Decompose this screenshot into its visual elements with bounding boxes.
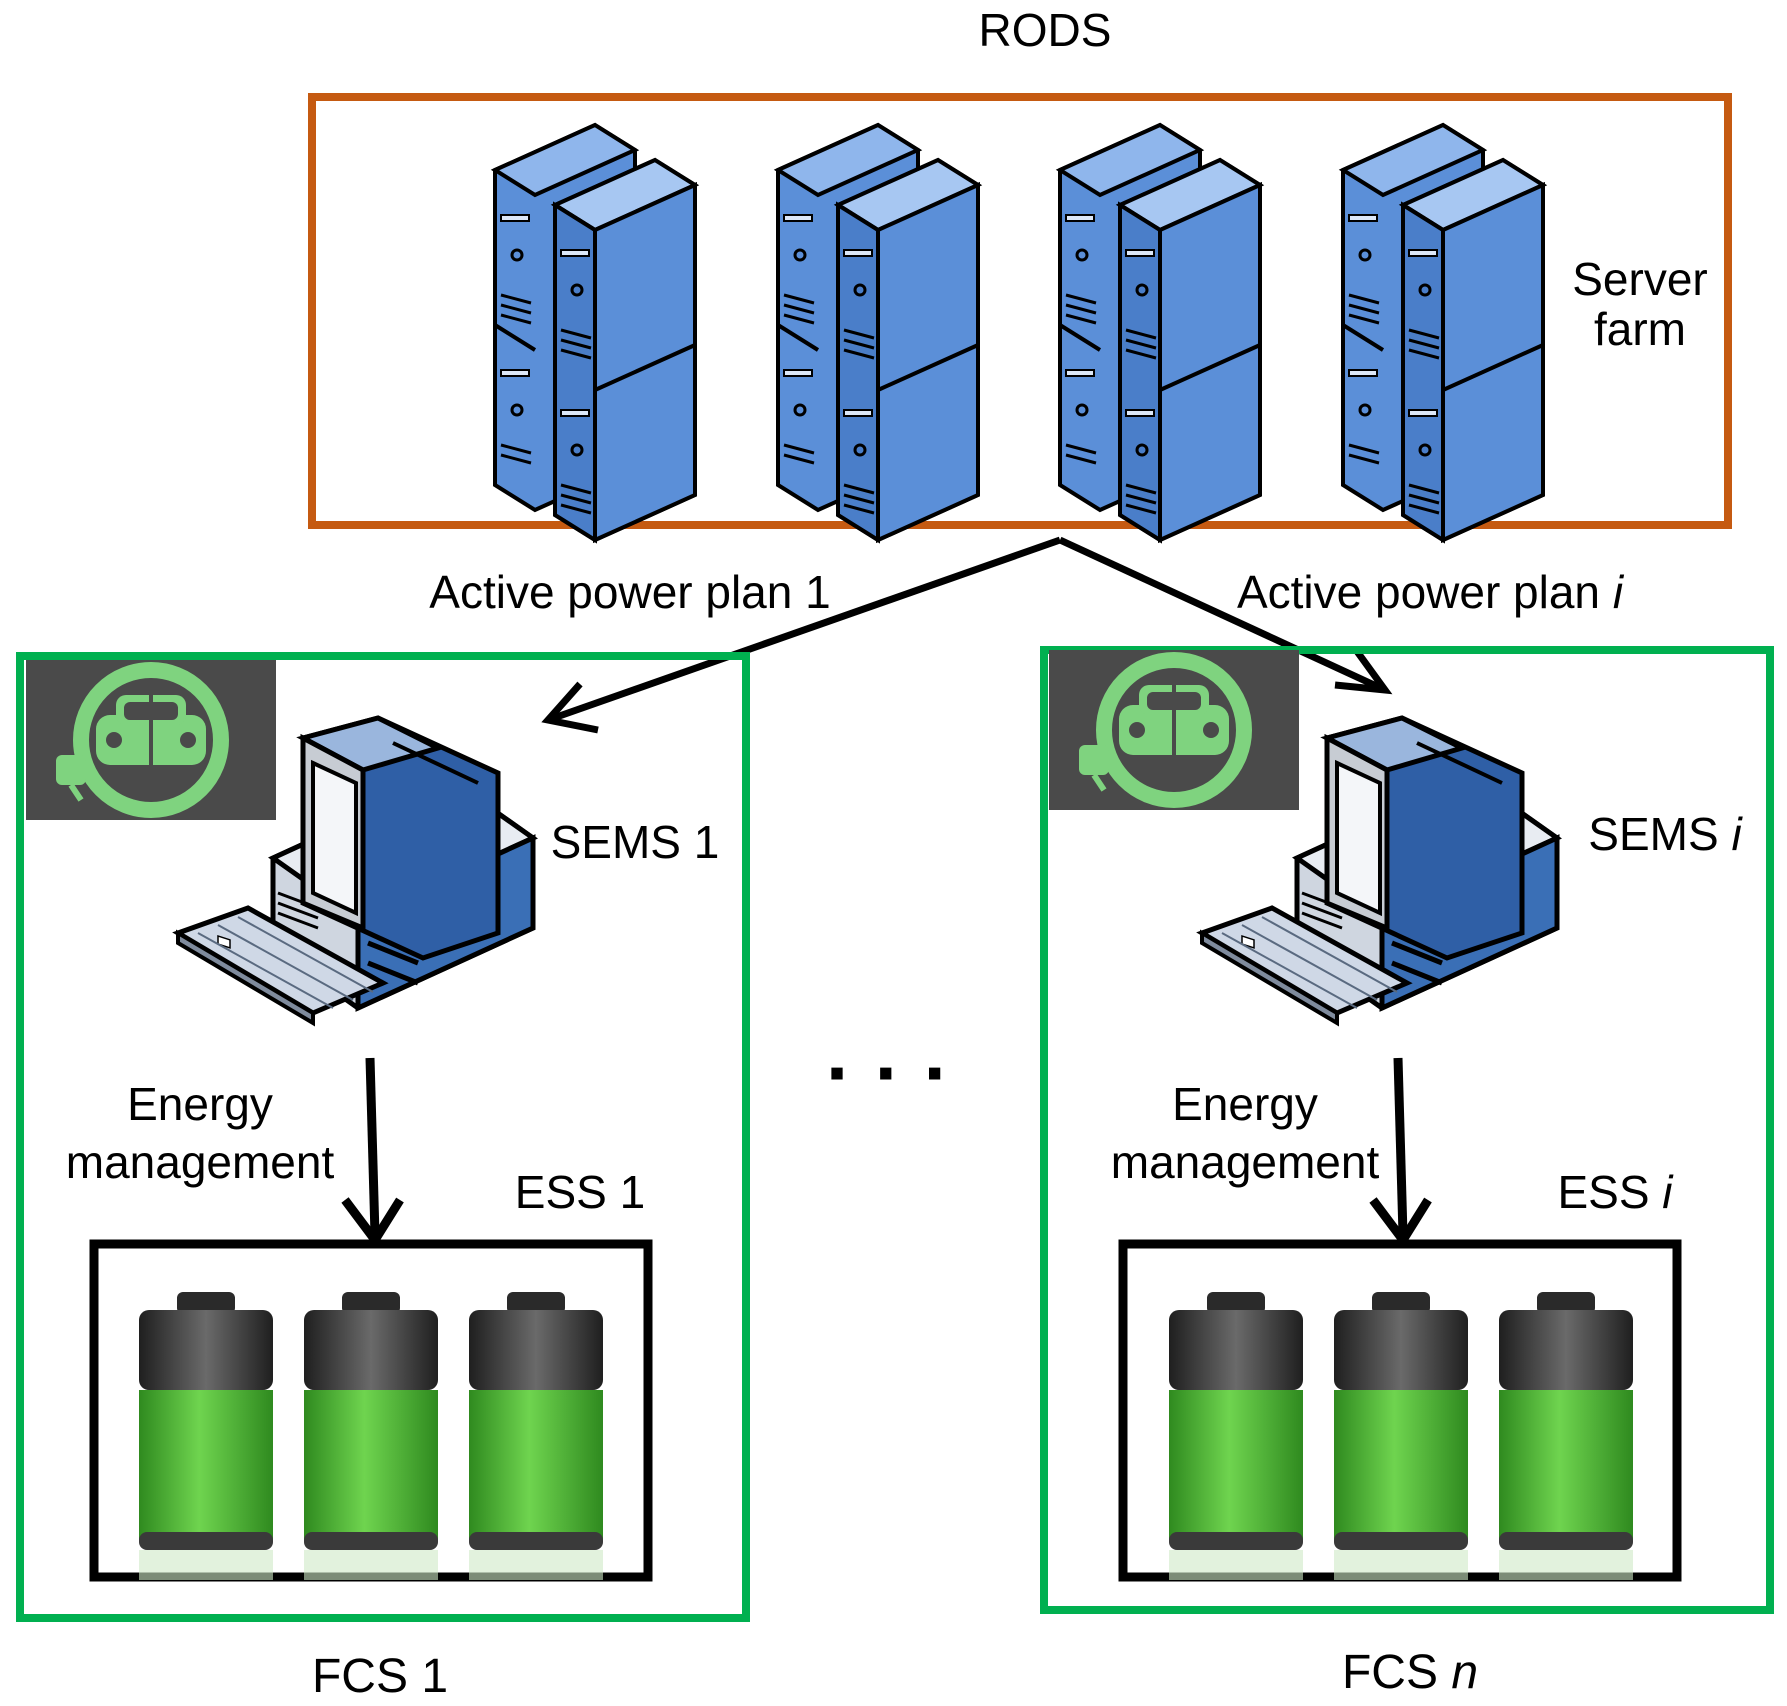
server-farm-label-line1: Server (1572, 253, 1707, 305)
ellipsis: · · · (826, 1028, 950, 1117)
ev-charging-icon-left (26, 660, 276, 820)
energy-right-line1: Energy (1172, 1078, 1318, 1130)
fcs-left-label: FCS 1 (312, 1650, 448, 1703)
energy-left-line1: Energy (127, 1078, 273, 1130)
arrow-plan-right-head (1334, 647, 1393, 695)
arrow-plan-left-head (541, 681, 599, 734)
ess-right-label: ESS i (1557, 1166, 1674, 1218)
ess-left-label: ESS 1 (515, 1166, 645, 1218)
arrow-energy-left (365, 1057, 380, 1236)
energy-right-line2: management (1111, 1136, 1380, 1188)
server-farm-label-line2: farm (1594, 303, 1686, 355)
battery-icon-right-2 (1334, 1292, 1468, 1580)
battery-icon-left-3 (469, 1292, 603, 1580)
arrow-plan-left (546, 536, 1062, 724)
battery-icon-right-1 (1169, 1292, 1303, 1580)
server-icon-3 (1058, 123, 1262, 542)
server-icon-4 (1341, 123, 1545, 542)
fcs-right-label: FCS n (1342, 1646, 1478, 1699)
fcs-left-box (16, 652, 750, 1622)
plan-left-label: Active power plan 1 (429, 566, 830, 618)
energy-left-line2: management (66, 1136, 335, 1188)
battery-icon-right-3 (1499, 1292, 1633, 1580)
arrow-plan-right (1058, 536, 1387, 694)
fcs-right-box (1040, 646, 1774, 1614)
sems-right-label: SEMS i (1588, 808, 1743, 860)
arrow-energy-right (1393, 1057, 1408, 1236)
server-icon-1 (493, 123, 697, 542)
server-icon-2 (776, 123, 980, 542)
rods-title: RODS (979, 4, 1112, 56)
sems-left-label: SEMS 1 (551, 816, 720, 868)
battery-icon-left-2 (304, 1292, 438, 1580)
battery-icon-left-1 (139, 1292, 273, 1580)
plan-right-label: Active power plan i (1237, 566, 1625, 618)
ev-charging-icon-right (1049, 650, 1299, 810)
